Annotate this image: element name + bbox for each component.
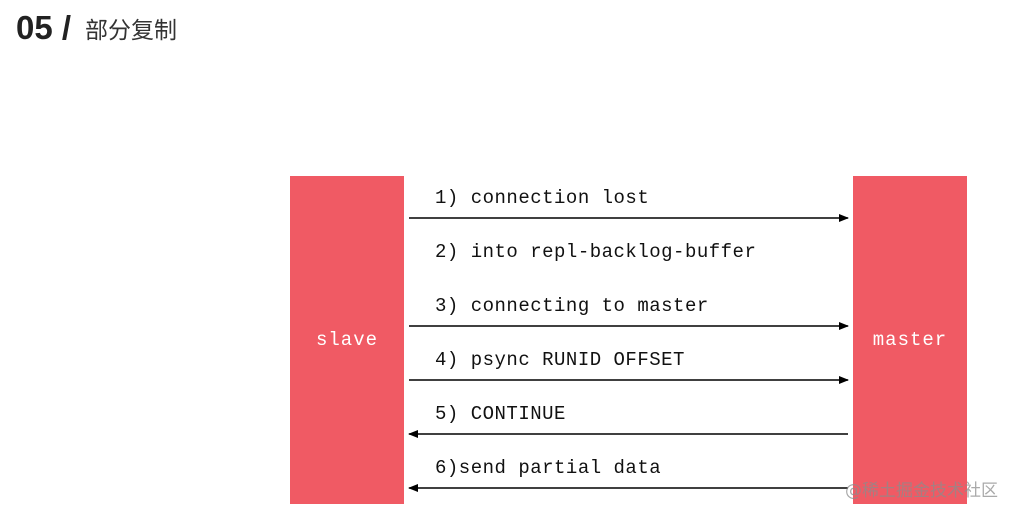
- step-2-label: 2) into repl-backlog-buffer: [435, 241, 757, 263]
- step-5-label: 5) CONTINUE: [435, 403, 566, 425]
- slave-node: slave: [290, 176, 404, 504]
- section-number: 05 /: [16, 9, 72, 46]
- watermark: @稀土掘金技术社区: [845, 481, 998, 501]
- step-3-label: 3) connecting to master: [435, 295, 709, 317]
- master-node: master: [853, 176, 967, 504]
- step-4-label: 4) psync RUNID OFFSET: [435, 349, 685, 371]
- slave-label: slave: [315, 329, 378, 351]
- step-1-label: 1) connection lost: [435, 187, 650, 209]
- master-label: master: [872, 329, 948, 351]
- page-header: 05 / 部分复制: [16, 6, 177, 50]
- step-6-label: 6)send partial data: [435, 457, 662, 479]
- page-title: 部分复制: [85, 18, 178, 44]
